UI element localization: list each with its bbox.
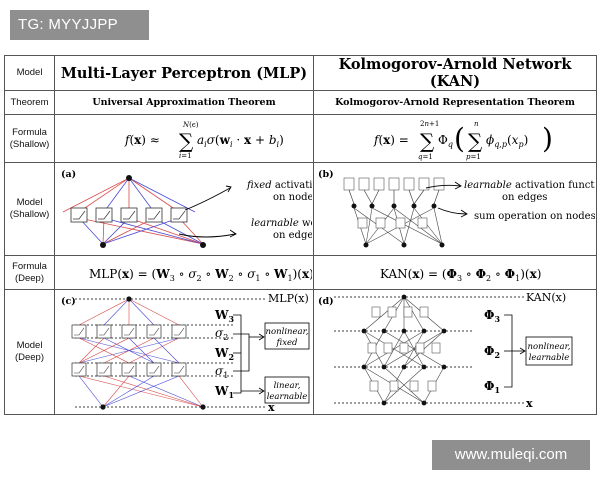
panel-b-label: (b)	[318, 169, 334, 180]
mlp-out-label: MLP(x)	[268, 292, 309, 305]
comparison-table: Model Multi-Layer Perceptron (MLP) Kolmo…	[4, 55, 597, 415]
box-kan-line1: nonlinear,	[528, 342, 571, 352]
formula-deep-label: Formula(Deep)	[4, 255, 55, 290]
svg-text:MLP(x) = (W3 ∘ σ2 ∘ W2 ∘ σ1 ∘: MLP(x) = (W3 ∘ σ2 ∘ W2 ∘ σ1 ∘ W1)(x)	[89, 267, 312, 283]
model-deep-label: Model(Deep)	[4, 289, 55, 415]
mlp-shallow-formula: f(x) ≈ N(ϵ) ∑ i=1 aiσ(wi · x + bi)	[54, 114, 314, 163]
panel-a: (a)	[54, 162, 314, 256]
kan-shallow-formula: f(x) = 2n+1 ∑ q=1 Φq ( n ∑ p=1 ϕq,p(xp) …	[313, 114, 597, 163]
panel-b: (b)	[313, 162, 597, 256]
kan-x-label: x	[526, 397, 533, 410]
box-linear-line1: linear,	[274, 381, 301, 391]
a-fixed-word: fixed	[246, 180, 272, 191]
svg-text:W2: W2	[214, 346, 234, 362]
svg-text:(: (	[454, 122, 465, 155]
panel-c-diagram: (c)	[61, 292, 310, 414]
svg-text:MLP(x): MLP(x)	[268, 292, 309, 305]
a-learn-rest: weights	[299, 218, 312, 229]
svg-text:f(x) ≈: f(x) ≈	[124, 133, 160, 147]
panel-b-diagram: (b)	[318, 169, 595, 247]
svg-text:n: n	[474, 120, 479, 128]
kan-out-label: KAN(x)	[526, 291, 566, 304]
theorem-label: Theorem	[4, 90, 55, 115]
svg-text:p=1: p=1	[466, 153, 481, 161]
svg-text:W3: W3	[214, 308, 234, 324]
kan-deep-formula: KAN(x) = (Φ3 ∘ Φ2 ∘ Φ1)(x)	[313, 255, 597, 290]
formula-shallow-row: Formula(Shallow) f(x) ≈ N(ϵ) ∑ i=1 aiσ(w…	[4, 114, 597, 163]
mlp-shallow-formula-svg: f(x) ≈ N(ϵ) ∑ i=1 aiσ(wi · x + bi)	[124, 121, 284, 160]
svg-text:σ2: σ2	[215, 326, 228, 342]
svg-text:): )	[542, 122, 553, 155]
formula-shallow-label: Formula(Shallow)	[4, 114, 55, 163]
kan-deep-formula-svg: KAN(x) = (Φ3 ∘ Φ2 ∘ Φ1)(x)	[380, 267, 541, 283]
kan-theorem: Kolmogorov-Arnold Representation Theorem	[313, 90, 597, 115]
a-learn-word: learnable	[251, 218, 299, 229]
svg-text:f(x) =: f(x) =	[373, 133, 409, 147]
svg-text:Φ2: Φ2	[484, 344, 500, 360]
mlp-deep-formula-svg: MLP(x) = (W3 ∘ σ2 ∘ W2 ∘ σ1 ∘ W1)(x)	[89, 267, 312, 283]
formula-deep-row: Formula(Deep) MLP(x) = (W3 ∘ σ2 ∘ W2 ∘ σ…	[4, 255, 597, 290]
mlp-x-label: x	[268, 401, 275, 414]
b-sum-text: sum operation on nodes	[474, 211, 595, 222]
a-fixed-rest: activation functions	[272, 180, 312, 191]
kan-shallow-formula-svg: f(x) = 2n+1 ∑ q=1 Φq ( n ∑ p=1 ϕq,p(xp) …	[373, 120, 553, 161]
svg-text:W1: W1	[214, 384, 234, 400]
svg-text:fixed activation functions: fixed activation functions	[246, 180, 312, 191]
mlp-deep-formula: MLP(x) = (W3 ∘ σ2 ∘ W2 ∘ σ1 ∘ W1)(x)	[54, 255, 314, 290]
svg-text:σ1: σ1	[215, 364, 228, 380]
panel-c-label: (c)	[61, 296, 76, 307]
svg-text:∑: ∑	[420, 129, 435, 153]
panel-d-diagram: (d)	[318, 291, 573, 410]
watermark-top: TG: MYYJJPP	[10, 10, 149, 40]
model-shallow-row: Model(Shallow) (a)	[4, 162, 597, 256]
b-learn-line3: on edges	[502, 192, 547, 203]
a-fixed-line3: on nodes	[273, 192, 312, 203]
svg-text:learnable activation functions: learnable activation functions	[464, 180, 595, 191]
watermark-bottom: www.muleqi.com	[432, 440, 590, 470]
mlp-theorem: Universal Approximation Theorem	[54, 90, 314, 115]
model-shallow-label: Model(Shallow)	[4, 162, 55, 256]
a-learn-line3: on edges	[273, 230, 312, 241]
model-deep-row: Model(Deep) (c)	[4, 289, 597, 415]
kan-title: Kolmogorov-Arnold Network (KAN)	[313, 55, 597, 91]
panel-d: (d)	[313, 289, 597, 415]
svg-text:aiσ(wi · x + bi): aiσ(wi · x + bi)	[197, 133, 284, 149]
svg-text:ϕq,p(xp): ϕq,p(xp)	[486, 133, 528, 149]
b-learn-rest: activation functions	[512, 180, 595, 191]
svg-text:KAN(x) = (Φ3 ∘ Φ2 ∘ Φ1)(x): KAN(x) = (Φ3 ∘ Φ2 ∘ Φ1)(x)	[380, 267, 541, 283]
svg-text:2n+1: 2n+1	[420, 120, 439, 128]
svg-text:Φ1: Φ1	[484, 379, 500, 395]
panel-d-label: (d)	[318, 296, 334, 307]
panel-a-diagram: (a)	[61, 169, 312, 248]
svg-text:q=1: q=1	[418, 153, 433, 161]
box-kan-line2: learnable	[529, 353, 570, 363]
svg-text:∑: ∑	[179, 129, 194, 153]
header-model-label: Model	[4, 55, 55, 91]
mlp-title: Multi-Layer Perceptron (MLP)	[54, 55, 314, 91]
panel-c: (c)	[54, 289, 314, 415]
svg-text:Φq: Φq	[438, 133, 453, 149]
svg-text:learnable weights: learnable weights	[251, 218, 312, 229]
svg-text:i=1: i=1	[179, 152, 192, 160]
box-nonlinear-line1: nonlinear,	[266, 327, 309, 337]
panel-a-label: (a)	[61, 169, 76, 180]
svg-text:∑: ∑	[468, 129, 483, 153]
box-nonlinear-line2: fixed	[276, 338, 298, 348]
header-row: Model Multi-Layer Perceptron (MLP) Kolmo…	[4, 55, 597, 91]
theorem-row: Theorem Universal Approximation Theorem …	[4, 90, 597, 115]
box-linear-line2: learnable	[267, 392, 308, 402]
svg-text:Φ3: Φ3	[484, 308, 500, 324]
svg-text:N(ϵ): N(ϵ)	[182, 121, 199, 129]
b-learn-word: learnable	[464, 180, 512, 191]
